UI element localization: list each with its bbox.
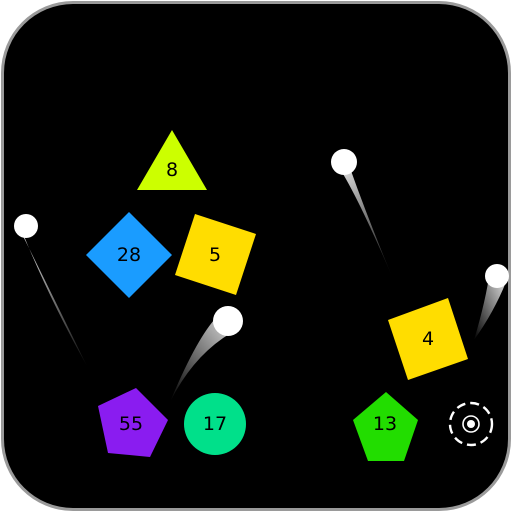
- square-block: 4: [388, 298, 468, 380]
- block-value: 55: [119, 413, 143, 435]
- pentagon-block: 13: [353, 392, 418, 461]
- crosshair-ring: [448, 401, 494, 447]
- pentagon-shape: [98, 388, 168, 457]
- ball-trail: [16, 222, 88, 368]
- triangle-shape: [137, 130, 207, 190]
- circle-block: 17: [184, 393, 246, 455]
- ball: [14, 214, 38, 238]
- ball: [485, 264, 509, 288]
- block-value: 4: [422, 328, 434, 350]
- game-board[interactable]: [4, 4, 508, 508]
- crosshair-icon[interactable]: [448, 401, 494, 447]
- ball: [213, 306, 243, 336]
- block-value: 13: [373, 413, 397, 435]
- block-value: 8: [166, 159, 178, 181]
- square-shape: [175, 214, 256, 295]
- block-value: 17: [203, 413, 227, 435]
- square-shape: [388, 298, 468, 380]
- ball: [331, 149, 357, 175]
- block-value: 28: [117, 244, 141, 266]
- pentagon-block: 55: [98, 388, 168, 457]
- circle-shape: [184, 393, 246, 455]
- square-block: 5: [175, 214, 256, 295]
- diamond-block: 28: [86, 212, 172, 298]
- block-value: 5: [209, 244, 221, 266]
- triangle-block: 8: [137, 130, 207, 190]
- crosshair-inner-ring: [462, 415, 480, 433]
- pentagon-shape: [353, 392, 418, 461]
- crosshair-dot: [467, 420, 475, 428]
- diamond-shape: [86, 212, 172, 298]
